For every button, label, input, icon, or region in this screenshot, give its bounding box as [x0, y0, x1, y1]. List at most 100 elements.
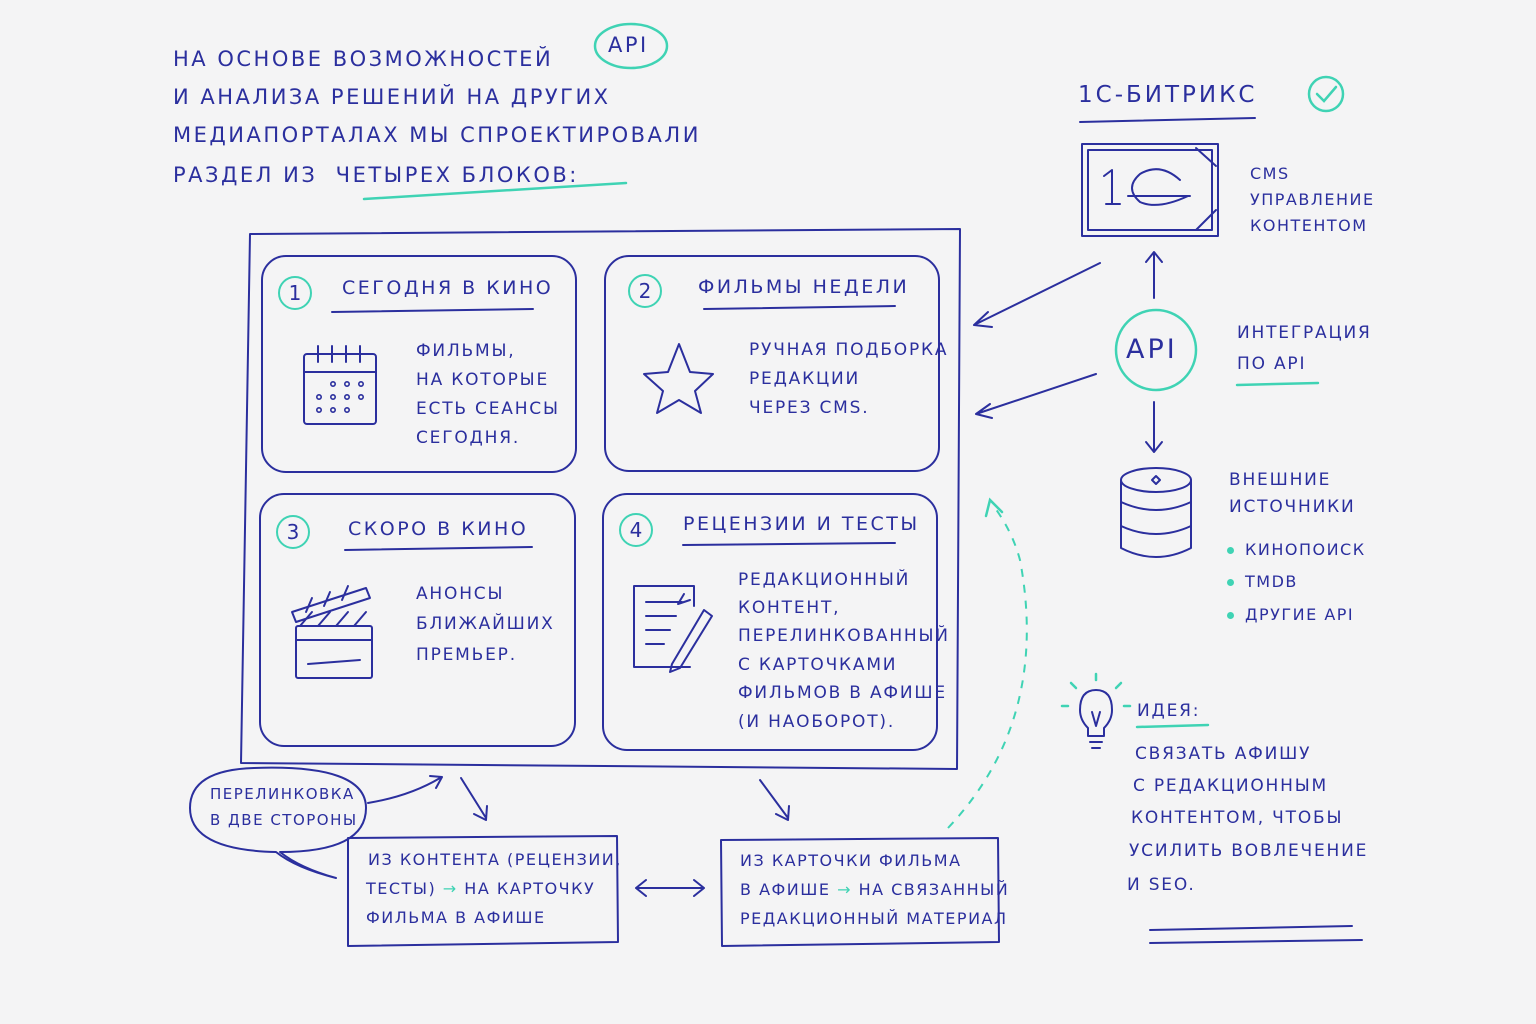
- sources-title-1: Внешние: [1229, 470, 1332, 490]
- intro-line-3: медиапорталах мы спроектировали: [173, 123, 701, 147]
- api-to-frame-arrow: [975, 373, 1097, 419]
- api-hub-label: API: [1126, 334, 1178, 365]
- card-2-line-1: Ручная подборка: [749, 340, 949, 360]
- card-4-line-2: контент,: [738, 598, 841, 618]
- idea-line-1: Связать афишу: [1135, 744, 1312, 764]
- card-3-line-2: ближайших: [416, 614, 555, 634]
- card-1-outline: [261, 255, 577, 473]
- bubble-arrow: [367, 775, 443, 804]
- cms-line-2: управление: [1250, 190, 1375, 209]
- cms-line-3: контентом: [1250, 216, 1368, 235]
- document-pencil-icon: [633, 585, 713, 673]
- clapperboard-icon: [291, 585, 373, 679]
- source-item-1: Кинопоиск: [1245, 540, 1366, 559]
- card-1-line-1: Фильмы,: [416, 341, 516, 361]
- source-item-3: Другие API: [1245, 605, 1355, 624]
- frame-to-right-box-arrow: [759, 779, 790, 821]
- arrow-glyph: →: [837, 880, 852, 899]
- integration-line-2: по API: [1237, 354, 1307, 374]
- card-4-line-5: фильмов в афише: [738, 683, 947, 703]
- left-box-line-1: Из контента (рецензии,: [368, 850, 622, 869]
- calendar-icon: [303, 345, 377, 425]
- idea-line-3: контентом, чтобы: [1131, 808, 1344, 828]
- source-bullet-3: [1227, 612, 1234, 619]
- left-box-outline: [347, 835, 619, 947]
- card-1-line-4: сегодня.: [416, 428, 521, 448]
- source-bullet-1: [1227, 547, 1234, 554]
- card-2-title: Фильмы недели: [698, 276, 910, 298]
- card-4-line-1: Редакционный: [738, 570, 911, 590]
- cms-to-frame-arrow: [973, 262, 1101, 328]
- card-1-line-2: на которые: [416, 370, 550, 390]
- card-1-title: Сегодня в кино: [342, 277, 554, 299]
- arrow-glyph: →: [442, 879, 458, 898]
- intro-api-word: API: [608, 33, 649, 57]
- card-4-title: Рецензии и тесты: [683, 513, 920, 535]
- card-2-number: 2: [628, 274, 662, 308]
- card-1-underline: [331, 308, 534, 313]
- idea-line-4: усилить вовлечение: [1129, 841, 1369, 861]
- card-3-outline: [259, 493, 576, 747]
- intro-line-4: раздел из четырех блоков:: [173, 158, 579, 192]
- idea-title: Идея:: [1137, 701, 1201, 721]
- idea-line-5: и SEO.: [1127, 875, 1196, 895]
- api-word-circle: [593, 22, 669, 70]
- card-2-underline: [703, 305, 896, 310]
- bubble-outline: [189, 766, 367, 879]
- card-1-line-3: есть сеансы: [416, 399, 560, 419]
- card-4-line-3: перелинкованный: [738, 626, 950, 646]
- api-to-cms-arrow: [1145, 251, 1163, 299]
- logo-1-glyph: [1103, 169, 1121, 205]
- card-2-outline: [604, 255, 940, 472]
- intro-line-4-prefix: раздел из: [173, 163, 318, 187]
- frame-to-left-box-arrow: [460, 777, 488, 821]
- integration-underline: [1235, 381, 1320, 387]
- bitrix-logo-box: [1081, 143, 1219, 237]
- source-item-2: TMDB: [1245, 572, 1298, 591]
- bitrix-title: 1С-Битрикс: [1078, 82, 1258, 108]
- right-box-outline: [720, 837, 1000, 947]
- card-3-title: Скоро в кино: [348, 518, 529, 540]
- card-3-line-1: Анонсы: [416, 584, 505, 604]
- bitrix-logo-inner: [1087, 149, 1213, 231]
- star-icon: [643, 343, 714, 414]
- double-arrow: [635, 879, 705, 897]
- check-circle: [1307, 75, 1345, 113]
- source-bullet-2: [1227, 579, 1234, 586]
- left-box-line-3: фильма в афише: [366, 908, 546, 927]
- card-2-line-3: через CMS.: [749, 398, 870, 418]
- intro-line-2: и анализа решений на других: [173, 85, 611, 109]
- main-frame: [240, 228, 961, 770]
- bitrix-underline: [1079, 117, 1256, 123]
- idea-line-2: с редакционным: [1133, 776, 1328, 796]
- card-4-underline: [682, 542, 896, 546]
- logo-c-glyph: [1127, 168, 1191, 206]
- api-to-sources-arrow: [1145, 401, 1163, 453]
- idea-underline: [1135, 723, 1210, 729]
- left-box-line-2: тесты) → на карточку: [366, 879, 596, 898]
- card-4-line-6: (и наоборот).: [738, 712, 896, 732]
- idea-closing-lines: [1149, 925, 1363, 944]
- cms-line-1: CMS: [1250, 164, 1290, 183]
- card-3-number: 3: [276, 515, 310, 549]
- bubble-line-1: Перелинковка: [210, 785, 355, 803]
- card-2-line-2: редакции: [749, 369, 861, 389]
- intro-line-1: На основе возможностей: [173, 47, 554, 71]
- lightbulb-icon: [1060, 672, 1132, 749]
- database-icon: [1120, 467, 1192, 558]
- card-3-underline: [344, 546, 533, 551]
- sources-title-2: источники: [1229, 497, 1356, 517]
- integration-line-1: Интеграция: [1237, 323, 1372, 343]
- card-3-line-3: премьер.: [416, 645, 517, 665]
- bubble-line-2: в две стороны: [210, 811, 358, 829]
- api-hub-circle: [1114, 308, 1198, 392]
- card-1-number: 1: [278, 276, 312, 310]
- right-box-line-1: Из карточки фильма: [740, 851, 962, 870]
- card-4-outline: [602, 493, 938, 751]
- feedback-dashed-arrow: [947, 503, 1028, 829]
- intro-highlight-underline: [362, 181, 628, 201]
- card-4-line-4: с карточками: [738, 655, 898, 675]
- right-box-line-2: в афише → на связанный: [740, 880, 1010, 899]
- check-icon: [1315, 85, 1338, 103]
